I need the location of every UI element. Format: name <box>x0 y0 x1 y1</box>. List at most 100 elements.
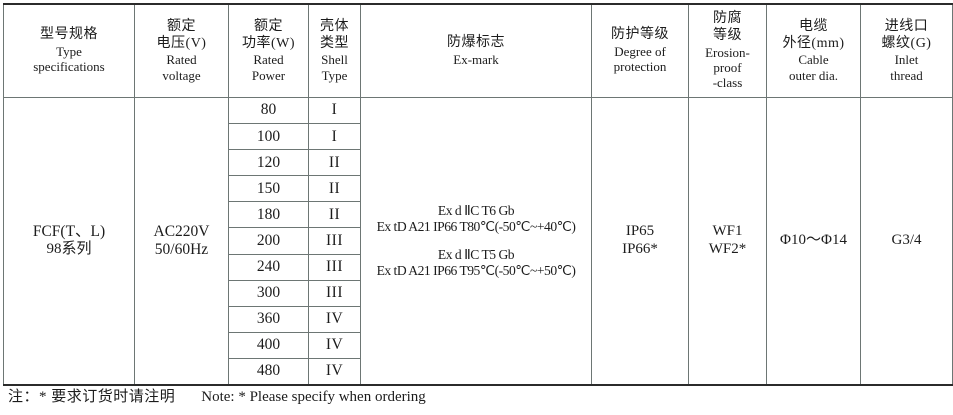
exmark-spacer <box>361 236 591 247</box>
column-header-cable-en1: Cable <box>798 52 829 68</box>
cell-ip: IP65 IP66* <box>591 97 689 386</box>
spec-sheet: 型号规格 Type specifications 额定 电压(V) Rated … <box>0 3 953 415</box>
cell-erosion-line2: WF2* <box>708 241 747 258</box>
cell-cable: Φ10～Φ14 <box>766 97 861 386</box>
table-row: 120 II <box>4 149 953 177</box>
cell-power: 200 <box>228 227 309 255</box>
cell-shell: III <box>308 253 361 281</box>
cell-exmark-line3: Ex d ⅡC T5 Gb <box>437 246 515 262</box>
cell-power: 100 <box>228 123 309 151</box>
column-header-ip-cn: 防护等级 <box>611 27 669 43</box>
column-header-erosion-cn1: 防腐 <box>713 11 742 27</box>
cell-erosion: WF1 WF2* <box>688 97 767 386</box>
cell-type-line1: FCF(T、L) <box>32 223 106 241</box>
table-row: 180 II <box>4 201 953 229</box>
column-header-thread-en2: thread <box>890 67 923 83</box>
cell-ip-line2: IP66* <box>622 241 658 258</box>
column-header-cable-cn1: 电缆 <box>799 19 828 35</box>
cell-type: FCF(T、L) 98系列 <box>3 97 135 386</box>
cell-shell: II <box>308 149 361 177</box>
column-header-shell-cn1: 壳体 <box>320 19 349 35</box>
cell-exmark-line1: Ex d ⅡC T6 Gb <box>437 203 515 219</box>
cell-shell: IV <box>308 357 361 386</box>
specification-table: 型号规格 Type specifications 额定 电压(V) Rated … <box>3 3 953 387</box>
cell-power: 400 <box>228 331 309 359</box>
cell-shell: IV <box>308 331 361 359</box>
cell-shell: IV <box>308 305 361 333</box>
table-row: 150 II <box>4 175 953 203</box>
column-header-cable-en2: outer dia. <box>788 67 839 83</box>
table-row: 360 IV <box>4 305 953 333</box>
column-header-erosion: 防腐 等级 Erosion- proof -class <box>688 3 767 98</box>
cell-shell: III <box>308 227 361 255</box>
column-header-voltage-en2: voltage <box>162 67 201 83</box>
column-header-erosion-en3: -class <box>712 75 743 91</box>
table-body: FCF(T、L) 98系列 AC220V 50/60Hz 80 I Ex d Ⅱ… <box>3 96 953 386</box>
column-header-type-cn: 型号规格 <box>40 27 98 43</box>
cell-thread: G3/4 <box>860 97 953 386</box>
column-header-cable: 电缆 外径(mm) Cable outer dia. <box>766 3 861 98</box>
cell-power: 360 <box>228 305 309 333</box>
cell-exmark-line4: Ex tD A21 IP66 T95℃(-50℃~+50℃) <box>376 262 576 278</box>
cell-power: 80 <box>228 96 309 125</box>
table-row: FCF(T、L) 98系列 AC220V 50/60Hz 80 I Ex d Ⅱ… <box>3 96 953 386</box>
column-header-power-cn2: 功率(W) <box>241 35 296 51</box>
cell-type-line2: 98系列 <box>46 241 92 258</box>
column-header-shell-en1: Shell <box>321 52 348 68</box>
table-header: 型号规格 Type specifications 额定 电压(V) Rated … <box>3 3 953 98</box>
column-header-type: 型号规格 Type specifications <box>3 3 135 98</box>
cell-shell: III <box>308 279 361 307</box>
column-header-power-en2: Power <box>251 67 286 83</box>
column-header-thread: 进线口 螺纹(G) Inlet thread <box>860 3 953 98</box>
cell-power: 240 <box>228 253 309 281</box>
column-header-shell-cn2: 类型 <box>320 35 349 51</box>
cell-power: 120 <box>228 149 309 177</box>
cell-erosion-line1: WF1 <box>712 223 743 240</box>
footnote-en: Note: * Please specify when ordering <box>201 389 426 405</box>
cell-voltage: AC220V 50/60Hz <box>134 97 229 386</box>
column-header-thread-en1: Inlet <box>894 52 919 68</box>
cell-exmark: Ex d ⅡC T6 Gb Ex tD A21 IP66 T80℃(-50℃~+… <box>360 97 592 386</box>
column-header-cable-cn2: 外径(mm) <box>782 35 845 51</box>
table-row: 300 III <box>4 279 953 307</box>
table-row: 400 IV <box>4 331 953 359</box>
cell-shell: I <box>308 96 361 125</box>
cell-shell: II <box>308 175 361 203</box>
column-header-power-en1: Rated <box>253 52 284 68</box>
column-header-ip-en1: Degree of <box>614 43 666 59</box>
column-header-power-cn1: 额定 <box>254 19 283 35</box>
cell-shell: I <box>308 123 361 151</box>
cell-ip-line1: IP65 <box>625 223 655 240</box>
cell-power: 180 <box>228 201 309 229</box>
column-header-erosion-en2: proof <box>713 59 742 75</box>
table-row: 240 III <box>4 253 953 281</box>
header-row: 型号规格 Type specifications 额定 电压(V) Rated … <box>3 3 953 98</box>
column-header-ip: 防护等级 Degree of protection <box>591 3 689 98</box>
table-row: 200 III <box>4 227 953 255</box>
column-header-voltage-cn2: 电压(V) <box>156 35 207 51</box>
cell-power: 480 <box>228 357 309 386</box>
footnote: 注：* 要求订货时请注明 Note: * Please specify when … <box>8 385 426 406</box>
column-header-erosion-en1: Erosion- <box>705 44 750 60</box>
cell-power: 150 <box>228 175 309 203</box>
column-header-voltage-en1: Rated <box>166 52 197 68</box>
column-header-exmark-en1: Ex-mark <box>453 51 499 67</box>
column-header-thread-cn1: 进线口 <box>884 19 929 35</box>
table-row: 480 IV <box>4 357 953 386</box>
cell-voltage-line1: AC220V <box>153 222 210 240</box>
column-header-type-en2: specifications <box>33 59 105 75</box>
column-header-type-en1: Type <box>56 43 82 59</box>
column-header-voltage-cn1: 额定 <box>167 19 196 35</box>
column-header-erosion-cn2: 等级 <box>713 28 742 43</box>
table-row: 100 I <box>4 123 953 151</box>
column-header-shell-en2: Type <box>321 67 348 83</box>
cell-exmark-line2: Ex tD A21 IP66 T80℃(-50℃~+40℃) <box>376 219 576 235</box>
column-header-shell: 壳体 类型 Shell Type <box>308 3 361 98</box>
column-header-ip-en2: protection <box>613 59 667 75</box>
column-header-power: 额定 功率(W) Rated Power <box>228 3 309 98</box>
column-header-voltage: 额定 电压(V) Rated voltage <box>134 3 229 98</box>
cell-power: 300 <box>228 279 309 307</box>
footnote-cn: 注：* 要求订货时请注明 <box>8 389 176 405</box>
cell-voltage-line2: 50/60Hz <box>154 241 209 259</box>
column-header-thread-cn2: 螺纹(G) <box>881 35 932 51</box>
